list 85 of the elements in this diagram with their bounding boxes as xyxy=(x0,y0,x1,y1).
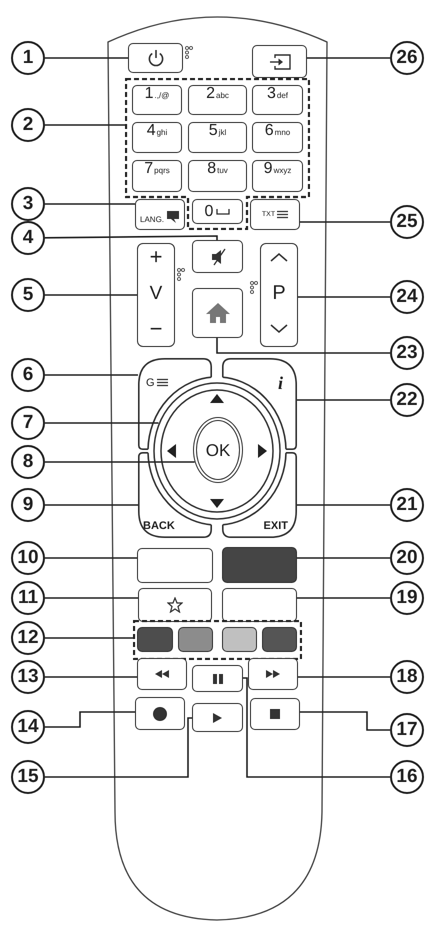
number-key: 1.,/@ xyxy=(132,85,182,115)
play-button xyxy=(192,703,243,732)
callout-number: 9 xyxy=(11,488,45,522)
callout-number: 11 xyxy=(11,581,45,615)
leader-line xyxy=(45,637,133,639)
channel-rocker: P xyxy=(260,243,298,347)
callout-number: 22 xyxy=(390,383,424,417)
colour-key xyxy=(222,627,257,652)
callout-number: 19 xyxy=(390,581,424,615)
callout-number: 23 xyxy=(390,336,424,370)
callout-number: 2 xyxy=(11,108,45,142)
record-button xyxy=(135,697,185,730)
leader-line xyxy=(45,461,195,463)
fast-forward-button xyxy=(248,658,298,690)
leader-line xyxy=(216,338,390,354)
leader-line xyxy=(297,557,390,559)
keypad-outline xyxy=(125,78,310,230)
leader-line xyxy=(45,203,135,205)
app-button xyxy=(222,547,297,583)
callout-number: 24 xyxy=(390,280,424,314)
number-key: 3def xyxy=(252,85,303,115)
callout-number: 5 xyxy=(11,278,45,312)
number-key: 9wxyz xyxy=(252,160,303,192)
callout-number: 16 xyxy=(390,760,424,794)
colour-key xyxy=(262,627,297,652)
number-key: 4ghi xyxy=(132,122,182,153)
source-button xyxy=(252,45,307,78)
leader-line xyxy=(45,422,158,424)
star-button xyxy=(138,588,212,622)
stop-button xyxy=(250,698,300,730)
volume-rocker: + V − xyxy=(137,243,175,347)
colour-key xyxy=(137,627,173,652)
leader-line xyxy=(45,374,138,376)
callout-number: 17 xyxy=(390,713,424,747)
number-key: 5jkl xyxy=(188,122,247,153)
number-key: 8tuv xyxy=(188,160,247,192)
callout-number: 12 xyxy=(11,621,45,655)
app-button xyxy=(222,588,297,622)
callout-number: 4 xyxy=(11,221,45,255)
leader-line xyxy=(45,235,218,240)
leader-line xyxy=(298,676,390,678)
leader-line xyxy=(297,399,390,401)
app-button xyxy=(137,548,213,583)
callout-number: 7 xyxy=(11,406,45,440)
leader-line xyxy=(243,677,390,778)
callout-number: 14 xyxy=(11,710,45,744)
leader-line xyxy=(45,294,137,296)
callout-number: 10 xyxy=(11,541,45,575)
leader-line xyxy=(45,711,135,728)
colour-key xyxy=(178,627,213,652)
leader-line xyxy=(298,296,390,298)
callout-number: 8 xyxy=(11,445,45,479)
rewind-button xyxy=(137,658,187,690)
number-key: 0 xyxy=(192,199,243,224)
number-key: 2abc xyxy=(188,85,247,115)
leader-line xyxy=(300,711,390,731)
callout-number: 20 xyxy=(390,541,424,575)
callout-number: 15 xyxy=(11,760,45,794)
home-button xyxy=(192,288,243,338)
leader-line xyxy=(45,504,138,506)
number-key: 7 pqrs xyxy=(132,160,182,192)
leader-line xyxy=(45,676,137,678)
leader-line xyxy=(45,124,125,126)
leader-line xyxy=(45,717,192,778)
leader-line xyxy=(297,504,390,506)
leader-line xyxy=(45,557,137,559)
leader-line xyxy=(45,57,128,59)
mute-button xyxy=(192,240,243,273)
pause-button xyxy=(192,665,243,692)
callout-number: 6 xyxy=(11,358,45,392)
callout-number: 25 xyxy=(390,205,424,239)
leader-line xyxy=(307,57,390,59)
colour-key-group xyxy=(133,620,302,660)
callout-number: 26 xyxy=(390,41,424,75)
callout-number: 1 xyxy=(11,41,45,75)
leader-line xyxy=(300,221,390,223)
callout-number: 21 xyxy=(390,488,424,522)
callout-number: 3 xyxy=(11,187,45,221)
leader-line xyxy=(297,597,390,599)
language-button: LANG. xyxy=(135,199,185,230)
leader-line xyxy=(45,597,138,599)
number-key: 6 mno xyxy=(252,122,303,153)
power-button xyxy=(128,43,183,73)
callout-number: 18 xyxy=(390,660,424,694)
callout-number: 13 xyxy=(11,660,45,694)
